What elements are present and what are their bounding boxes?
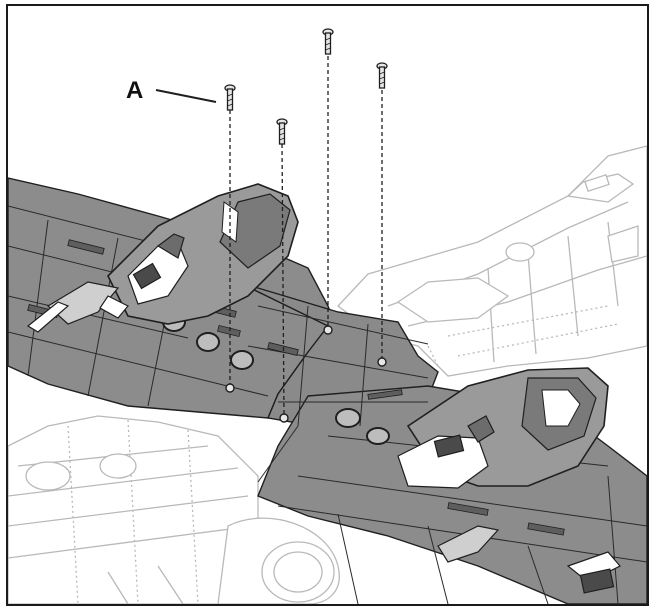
screw-holes (225, 325, 387, 423)
ghost-engine-nacelle (8, 415, 340, 604)
right-landing-gear (397, 415, 621, 594)
screw-3 (322, 28, 334, 55)
left-engine-nacelle (26, 183, 299, 333)
left-landing-gear (26, 233, 189, 333)
ghost-fuselage (337, 145, 647, 377)
screw-a (224, 84, 236, 111)
callout-a: A (126, 77, 217, 104)
assembly-diagram: A (8, 28, 647, 604)
screw-2 (276, 118, 288, 145)
right-engine-nacelle (397, 367, 621, 594)
callout-label: A (126, 77, 143, 104)
assembly-diagram-frame: A (6, 4, 649, 606)
screw-guide-lines (229, 56, 383, 419)
callout-leader-line (155, 89, 217, 103)
screw-4 (376, 62, 388, 89)
